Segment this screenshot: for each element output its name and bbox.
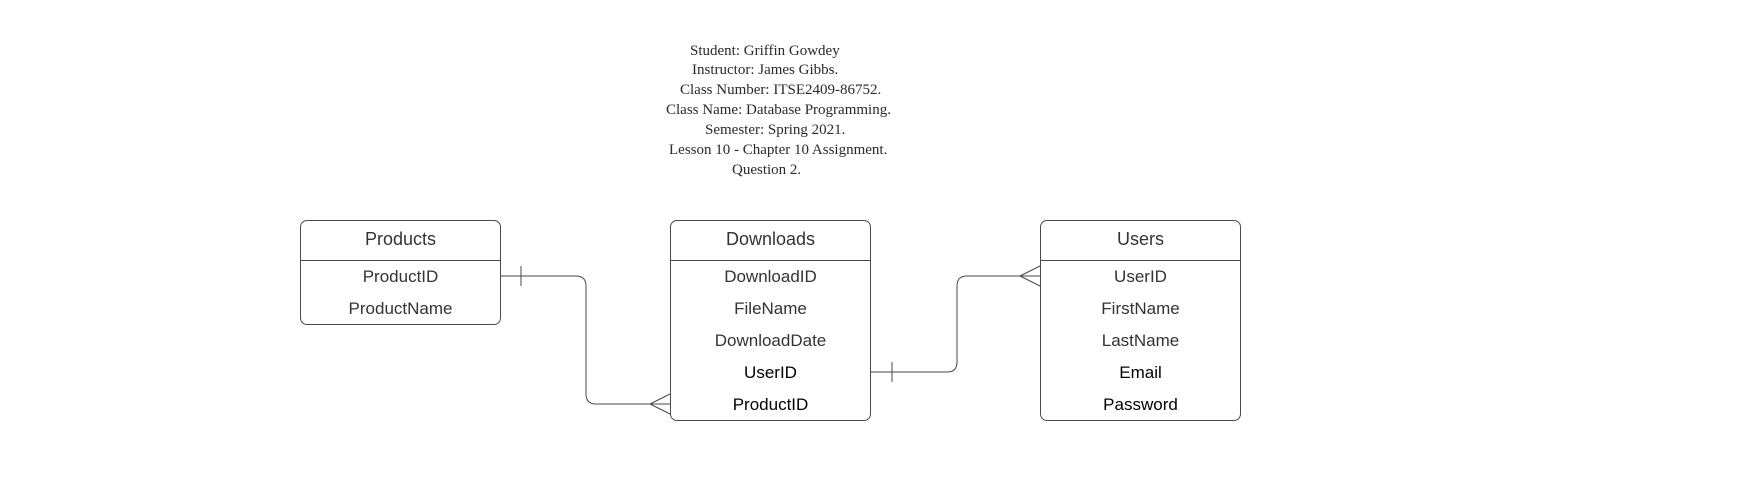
products-downloads-link (501, 275, 670, 405)
header-lesson: Lesson 10 - Chapter 10 Assignment. (669, 142, 888, 158)
field-userid: UserID (1114, 267, 1167, 286)
header-semester: Semester: Spring 2021. (705, 122, 846, 138)
entity-downloads: Downloads DownloadID FileName DownloadDa… (670, 220, 871, 421)
field-email: Email (1119, 363, 1162, 382)
many-marker-users (1019, 265, 1041, 287)
entity-users: Users UserID FirstName LastName Email Pa… (1040, 220, 1241, 421)
entity-fields: ProductID ProductName (301, 261, 500, 325)
header-class-name: Class Name: Database Programming. (666, 102, 891, 118)
field-productid: ProductID (362, 267, 439, 286)
field-filename: FileName (734, 299, 807, 318)
header-instructor: Instructor: James Gibbs. (692, 62, 839, 78)
field-firstname: FirstName (1101, 299, 1180, 318)
header-student: Student: Griffin Gowdey (690, 43, 840, 59)
downloads-users-link (871, 275, 1040, 373)
field-downloaddate: DownloadDate (714, 331, 827, 350)
field-lastname: LastName (1101, 331, 1180, 350)
field-productid: ProductID (732, 395, 809, 414)
entity-title: Users (1041, 221, 1240, 261)
field-productname: ProductName (348, 299, 453, 318)
header-question: Question 2. (732, 162, 802, 178)
many-marker-downloads (649, 393, 671, 415)
entity-products: Products ProductID ProductName (300, 220, 501, 325)
header-class-number: Class Number: ITSE2409-86752. (680, 82, 882, 98)
entity-fields: UserID FirstName LastName Email Password (1041, 261, 1240, 421)
entity-title: Products (301, 221, 500, 261)
entity-title: Downloads (671, 221, 870, 261)
field-password: Password (1103, 395, 1178, 414)
entity-fields: DownloadID FileName DownloadDate UserID … (671, 261, 870, 421)
field-userid: UserID (744, 363, 797, 382)
field-downloadid: DownloadID (724, 267, 817, 286)
